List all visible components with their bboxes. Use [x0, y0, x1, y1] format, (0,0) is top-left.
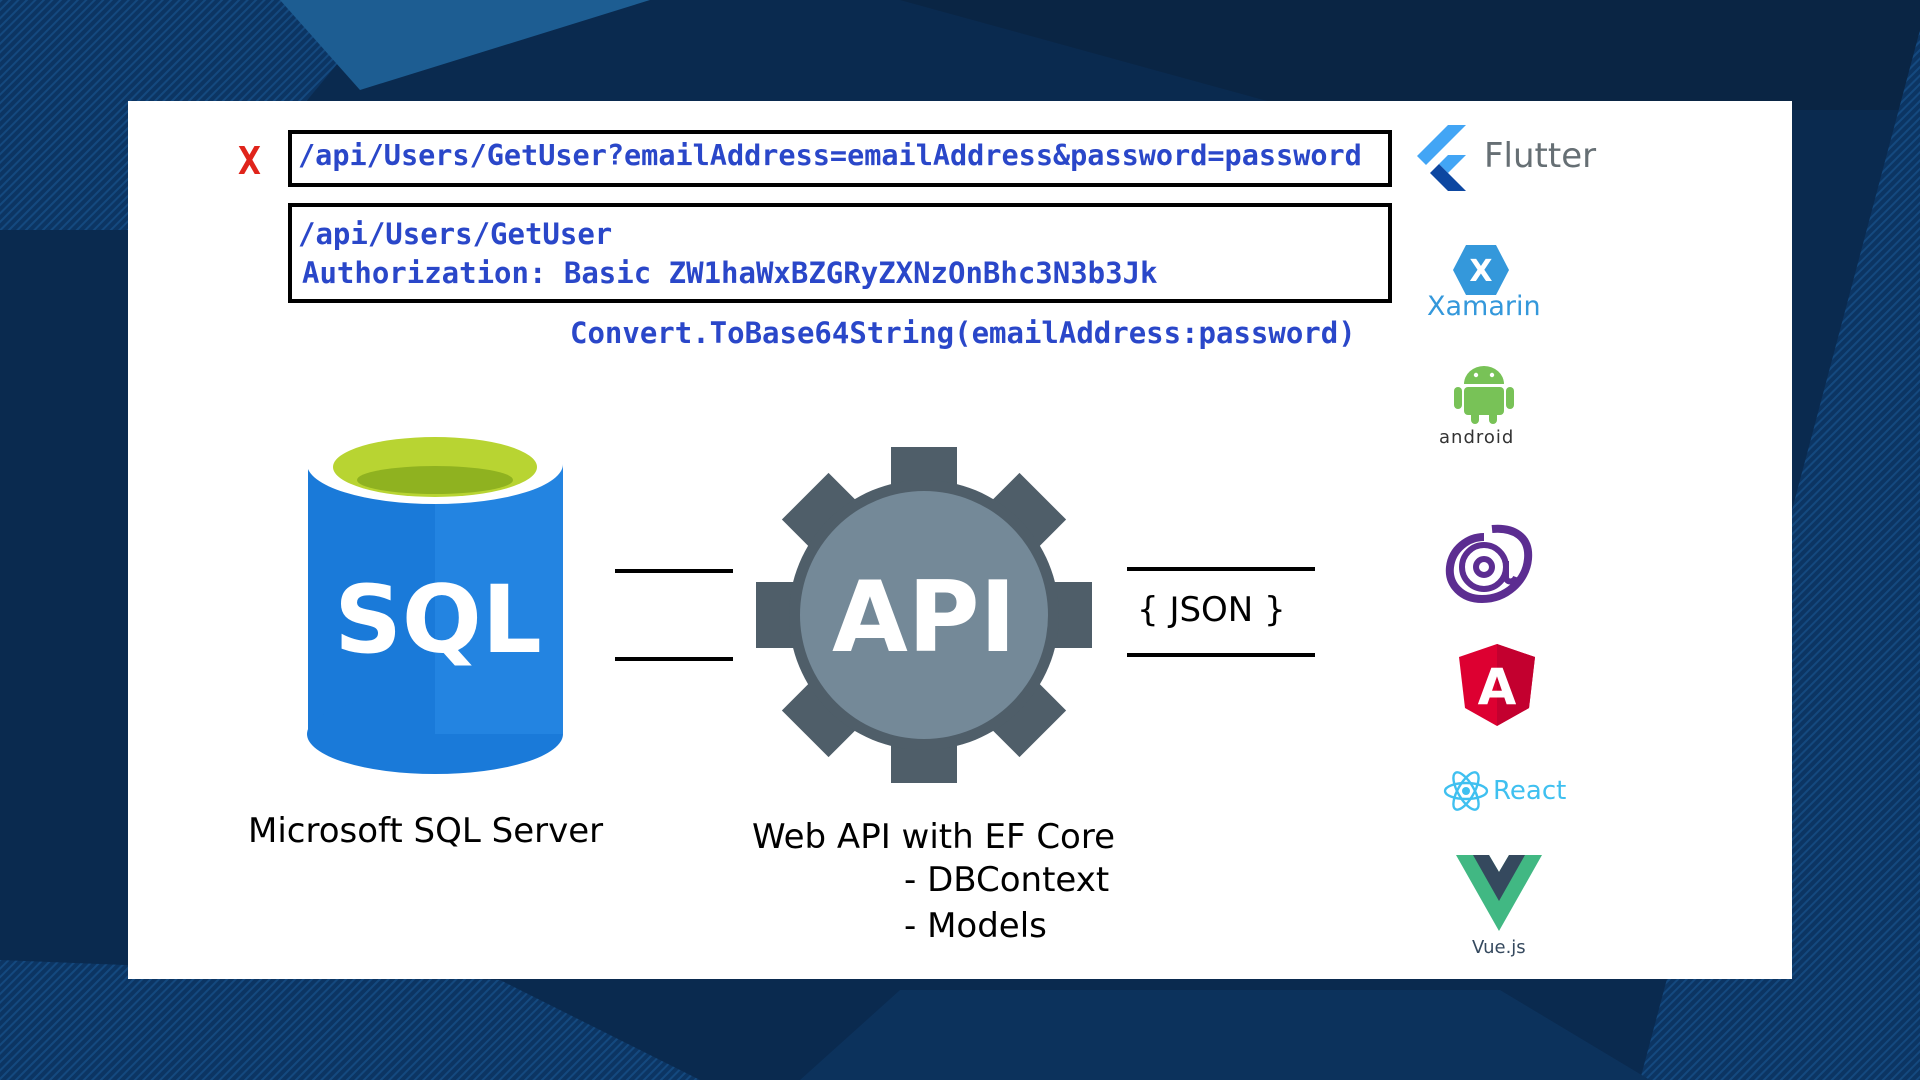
- android-logo-icon: [1454, 362, 1514, 424]
- angular-logo-icon: A: [1459, 644, 1535, 726]
- api-gear-icon: API: [756, 447, 1092, 783]
- convert-note: Convert.ToBase64String(emailAddress:pass…: [570, 316, 1356, 350]
- auth-header-text: Authorization: Basic ZW1haWxBZGRyZXNzOnB…: [302, 256, 1158, 290]
- api-label-line2: - DBContext: [904, 860, 1110, 900]
- api-label-line1: Web API with EF Core: [752, 817, 1116, 857]
- sql-server-label: Microsoft SQL Server: [248, 811, 604, 851]
- api-icon-text: API: [832, 561, 1016, 675]
- json-label: { JSON }: [1137, 590, 1286, 630]
- vue-logo-icon: [1456, 855, 1542, 931]
- xamarin-logo-icon: X: [1452, 244, 1510, 296]
- react-logo-icon: [1442, 769, 1490, 813]
- connector-line-bottom-left: [615, 657, 733, 661]
- auth-request-box: [288, 203, 1392, 303]
- blazor-logo-icon: [1444, 523, 1536, 607]
- xamarin-glyph: X: [1469, 254, 1492, 289]
- react-label: React: [1493, 776, 1567, 806]
- xamarin-label: Xamarin: [1427, 291, 1541, 322]
- flutter-logo-icon: [1414, 125, 1472, 191]
- android-label: android: [1439, 427, 1515, 448]
- vue-label: Vue.js: [1472, 937, 1526, 958]
- connector-line-bottom-right: [1127, 653, 1315, 657]
- connector-line-top-right: [1127, 567, 1315, 571]
- api-label-line3: - Models: [904, 906, 1047, 946]
- slide: X /api/Users/GetUser?emailAddress=emailA…: [128, 101, 1792, 979]
- rejected-url-box: [288, 130, 1392, 187]
- rejected-x-icon: X: [238, 139, 261, 183]
- flutter-label: Flutter: [1484, 136, 1597, 176]
- connector-line-top-left: [615, 569, 733, 573]
- sql-server-icon: SQL: [303, 424, 568, 784]
- angular-glyph: A: [1478, 658, 1517, 716]
- sql-icon-text: SQL: [334, 566, 542, 675]
- endpoint-text: /api/Users/GetUser: [298, 217, 613, 251]
- rejected-url-text: /api/Users/GetUser?emailAddress=emailAdd…: [298, 139, 1362, 172]
